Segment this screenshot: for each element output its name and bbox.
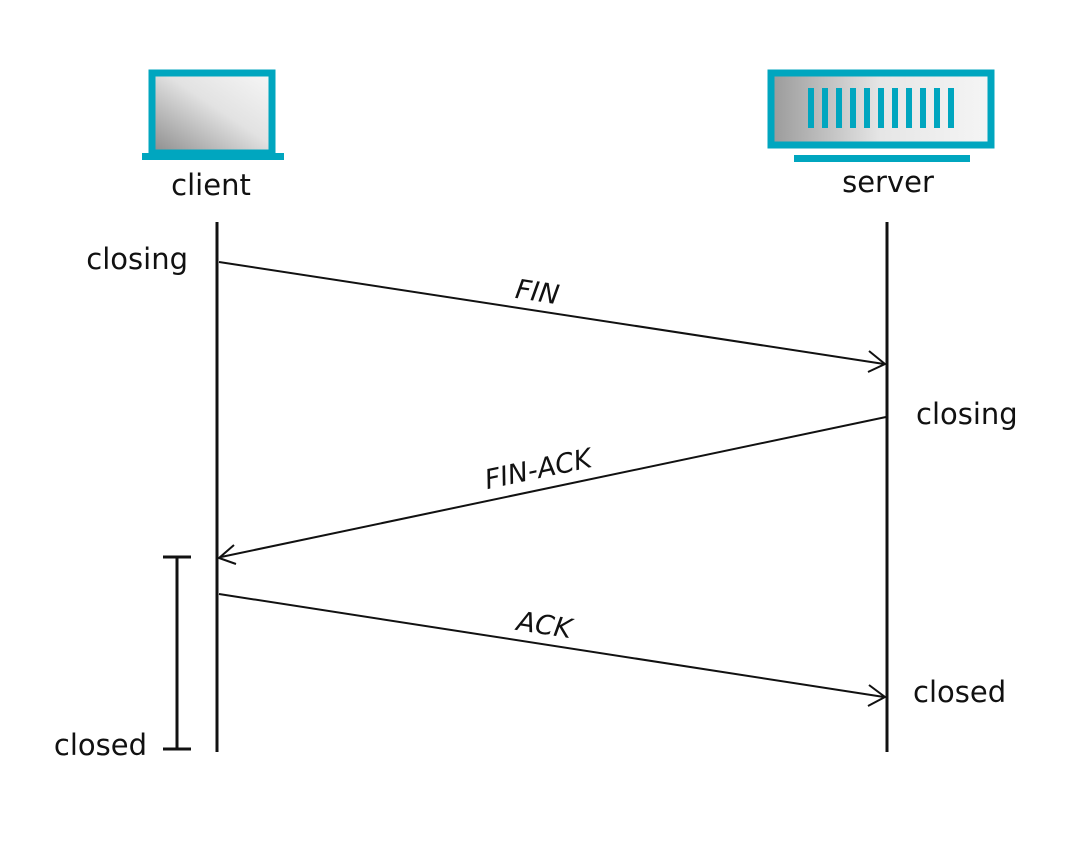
server-label: server (842, 165, 934, 199)
laptop-icon (142, 69, 284, 160)
fin-ack-label: FIN-ACK (482, 443, 597, 496)
fin-ack-message: FIN-ACK (217, 416, 887, 565)
server-closed-state: closed (913, 675, 1006, 709)
client-label: client (171, 168, 251, 202)
client-closed-state: closed (54, 728, 147, 762)
server-closing-state: closing (916, 397, 1018, 431)
ack-message: ACK (218, 593, 887, 707)
server-icon (767, 69, 995, 162)
ack-label: ACK (513, 606, 576, 646)
client-closing-state: closing (86, 242, 188, 276)
time-wait-bracket (163, 555, 191, 751)
fin-message: FIN (218, 261, 887, 373)
fin-label: FIN (513, 274, 561, 311)
